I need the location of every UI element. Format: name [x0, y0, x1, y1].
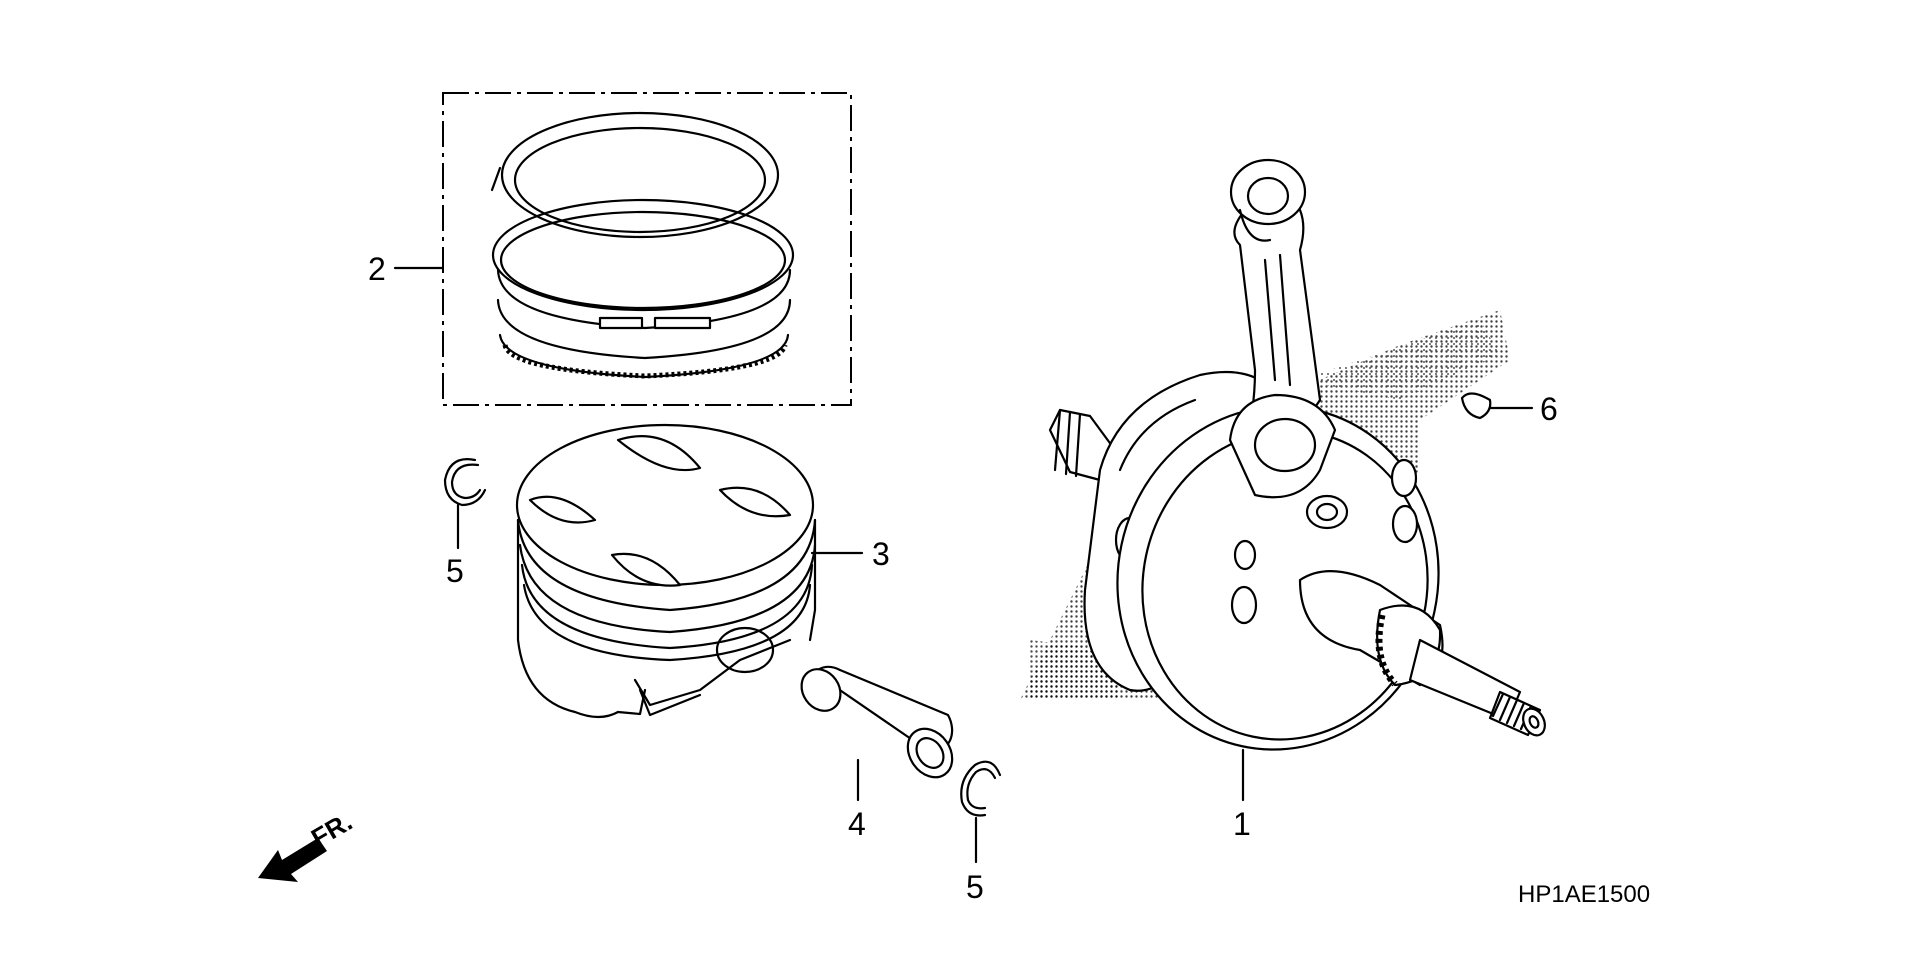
callout-5-right-label: 5	[966, 869, 984, 905]
diagram-code: HP1AE1500	[1518, 881, 1650, 908]
callout-1-label: 1	[1233, 806, 1251, 842]
piston-pin-clip-left: 5	[443, 458, 487, 589]
piston-pin-clip-right: 5	[960, 760, 1002, 905]
crankshaft-assembly	[1020, 158, 1546, 751]
piston-ring-set	[442, 92, 852, 406]
callout-6-label: 6	[1540, 391, 1558, 427]
front-direction-indicator: FR.	[258, 806, 357, 882]
callout-5-left-label: 5	[446, 553, 464, 589]
callout-3: 3	[810, 536, 890, 572]
callout-3-label: 3	[872, 536, 890, 572]
callout-1: 1	[1233, 748, 1251, 842]
ring-set-dashed-box	[442, 92, 852, 406]
callout-4-label: 4	[848, 806, 866, 842]
front-arrow-icon	[258, 838, 327, 882]
woodruff-key: 6	[1460, 391, 1558, 427]
piston-pin: 4	[800, 665, 954, 842]
callout-2-label: 2	[368, 251, 386, 287]
piston	[515, 423, 817, 719]
callout-2: 2	[368, 251, 445, 287]
